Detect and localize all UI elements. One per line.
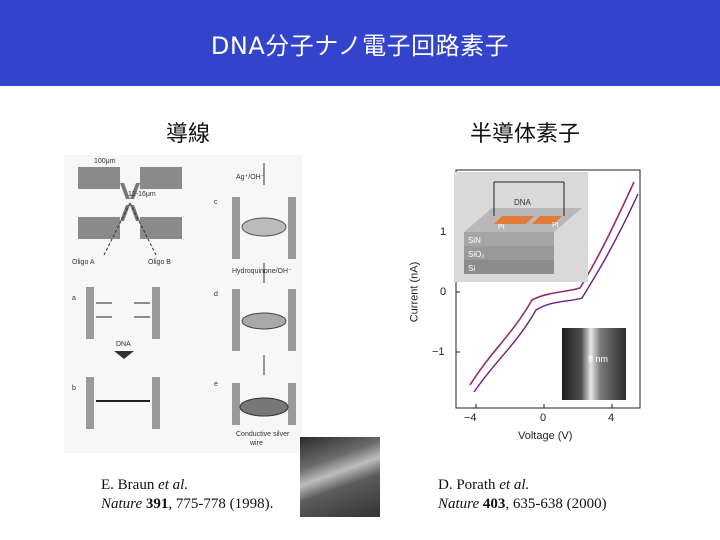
inset-sio2: SiO₂ xyxy=(468,250,485,259)
stm-scale-label: 8 nm xyxy=(588,354,609,364)
x-tick-4: 4 xyxy=(608,412,615,424)
x-tick-neg4: −4 xyxy=(464,412,477,424)
device-inset-svg xyxy=(464,181,582,274)
panel-a-label: a xyxy=(72,295,76,302)
gap-label: 12-16μm xyxy=(128,191,156,198)
agoh-label: Ag⁺/OH⁻ xyxy=(236,174,265,181)
y-tick-0: 0 xyxy=(440,286,447,298)
wire-label: wire xyxy=(250,440,263,447)
oligo-b-label: Oligo B xyxy=(148,259,171,266)
device-inset: DNA Pt Pt SiN SiO₂ Si xyxy=(454,172,588,282)
panel-d-label: d xyxy=(214,291,218,298)
inset-pt-left: Pt xyxy=(498,224,505,231)
slide-title: DNA分子ナノ電子回路素子 xyxy=(210,31,510,60)
dna-label: DNA xyxy=(116,341,131,348)
panel-e-label: e xyxy=(214,381,218,388)
hydroquinone-label: Hydroquinone/OH⁻ xyxy=(232,268,292,275)
iv-plot: −4 0 4 1 0 −1 Voltage (V) Current (nA) D… xyxy=(408,160,652,450)
conductive-label: Conductive silver xyxy=(236,431,290,438)
inset-pt-right: Pt xyxy=(552,222,559,229)
scale-label: 100μm xyxy=(94,158,116,165)
x-axis-label: Voltage (V) xyxy=(518,430,573,442)
inset-si: Si xyxy=(468,264,476,273)
left-heading: 導線 xyxy=(166,122,211,147)
x-tick-0: 0 xyxy=(540,412,547,424)
panel-c-label: c xyxy=(214,199,218,206)
right-heading: 半導体素子 xyxy=(470,122,581,147)
right-citation: D. Porath et al. Nature 403, 635-638 (20… xyxy=(438,477,607,512)
oligo-a-label: Oligo A xyxy=(72,259,95,266)
y-axis-label: Current (nA) xyxy=(408,261,421,323)
panel-b-label: b xyxy=(72,385,76,392)
y-tick-neg1: −1 xyxy=(432,346,445,358)
stm-inset: 8 nm xyxy=(562,328,626,400)
dna-wire-schematic xyxy=(78,163,296,429)
left-citation: E. Braun et al. Nature 391, 775-778 (199… xyxy=(101,477,274,512)
dna-wire-figure: 100μm 12-16μm c d e a b Ag⁺/OH⁻ Hydroqui… xyxy=(64,155,302,453)
silver-wire-micrograph xyxy=(300,437,380,517)
y-tick-1: 1 xyxy=(440,226,447,238)
title-bar: DNA分子ナノ電子回路素子 xyxy=(0,0,720,86)
inset-sin: SiN xyxy=(468,236,481,245)
inset-dna-label: DNA xyxy=(514,198,531,207)
